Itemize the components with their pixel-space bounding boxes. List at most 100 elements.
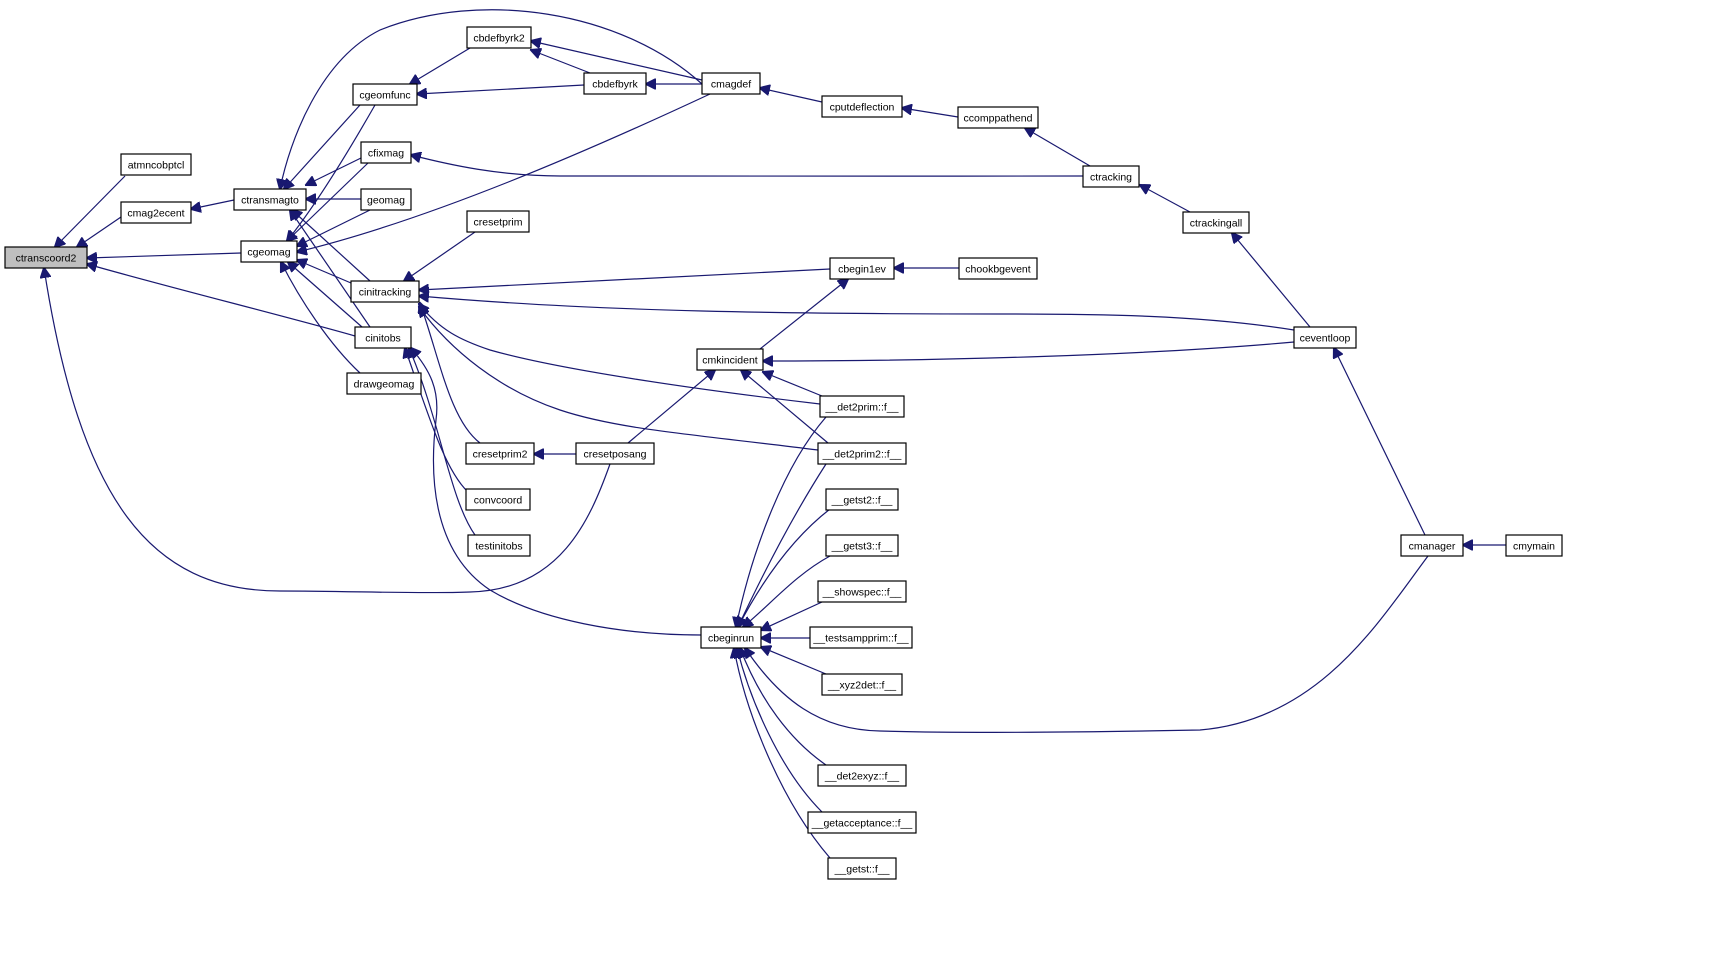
edge-cfixmag-to-ctransmagto — [306, 157, 362, 185]
edge-cbdefbyrk2-to-cgeomfunc — [410, 47, 471, 84]
node-det2prim2[interactable]: __det2prim2::f__ — [817, 442, 907, 465]
node-det2prim[interactable]: __det2prim::f__ — [819, 395, 905, 418]
edge-det2prim2-to-cbeginrun — [738, 463, 827, 627]
node-box — [825, 534, 899, 557]
node-box — [466, 210, 530, 233]
edge-cinitracking-to-ctransmagto — [292, 210, 371, 282]
node-xyz2det[interactable]: __xyz2det::f__ — [821, 673, 903, 696]
edge-cinitobs-to-ctranscoord2 — [87, 264, 356, 337]
node-label: cbegin1ev — [838, 264, 887, 276]
node-getst2[interactable]: __getst2::f__ — [825, 488, 899, 511]
node-label: cinitracking — [359, 287, 412, 299]
node-cbdefbyrk2[interactable]: cbdefbyrk2 — [466, 26, 532, 49]
node-label: drawgeomag — [354, 379, 415, 391]
node-cgeomfunc[interactable]: cgeomfunc — [352, 83, 418, 106]
edge-cgeomag-to-ctranscoord2 — [87, 253, 242, 258]
node-det2exyz[interactable]: __det2exyz::f__ — [817, 764, 907, 787]
node-box — [346, 372, 422, 395]
node-label: ctranscoord2 — [16, 253, 77, 265]
edge-cmagdef-to-cbdefbyrk2 — [531, 41, 703, 81]
node-cinitracking[interactable]: cinitracking — [350, 280, 420, 303]
node-box — [827, 857, 897, 880]
node-atmncobptcl[interactable]: atmncobptcl — [120, 153, 192, 176]
node-drawgeomag[interactable]: drawgeomag — [346, 372, 422, 395]
node-cputdeflection[interactable]: cputdeflection — [821, 95, 903, 118]
node-label: cmkincident — [702, 355, 758, 367]
node-box — [1293, 326, 1357, 349]
node-cresetprim[interactable]: cresetprim — [466, 210, 530, 233]
node-testsampprim[interactable]: __testsampprim::f__ — [809, 626, 913, 649]
edge-cmkincident-to-cbegin1ev — [759, 279, 848, 350]
node-cfixmag[interactable]: cfixmag — [360, 141, 412, 164]
node-label: __showspec::f__ — [822, 587, 902, 599]
node-cmkincident[interactable]: cmkincident — [696, 348, 764, 371]
node-label: cresetprim2 — [473, 449, 528, 461]
node-box — [350, 280, 420, 303]
node-label: chookbgevent — [965, 264, 1030, 276]
node-cgeomag[interactable]: cgeomag — [240, 240, 298, 263]
node-ceventloop[interactable]: ceventloop — [1293, 326, 1357, 349]
node-geomag[interactable]: geomag — [360, 188, 412, 211]
node-ctrackingall[interactable]: ctrackingall — [1182, 211, 1250, 234]
edge-convcoord-to-cinitobs — [405, 348, 469, 493]
node-label: ctracking — [1090, 172, 1132, 184]
edge-ctracking-to-cfixmag — [411, 155, 1084, 178]
node-box — [465, 488, 531, 511]
edge-cmanager-to-ceventloop — [1334, 348, 1426, 536]
node-cmag2ecent[interactable]: cmag2ecent — [120, 201, 192, 224]
edge-xyz2det-to-cbeginrun — [761, 647, 827, 675]
node-cbdefbyrk[interactable]: cbdefbyrk — [583, 72, 647, 95]
node-cmanager[interactable]: cmanager — [1400, 534, 1464, 557]
node-label: convcoord — [474, 495, 523, 507]
node-ctranscoord2[interactable]: ctranscoord2 — [4, 246, 88, 269]
node-box — [958, 257, 1038, 280]
edge-cinitracking-to-cgeomag — [297, 260, 352, 284]
node-cbeginrun[interactable]: cbeginrun — [700, 626, 762, 649]
node-getacceptance[interactable]: __getacceptance::f__ — [807, 811, 917, 834]
edge-cinitobs-to-ctransmagto — [290, 210, 371, 328]
node-box — [817, 580, 907, 603]
edge-ctracking-to-ccomppathend — [1025, 128, 1091, 167]
node-box — [465, 442, 535, 465]
node-box — [466, 26, 532, 49]
edge-ceventloop-to-cinitracking — [419, 296, 1295, 331]
node-box — [701, 72, 761, 95]
node-label: cresetposang — [583, 449, 646, 461]
node-chookbgevent[interactable]: chookbgevent — [958, 257, 1038, 280]
node-label: geomag — [367, 195, 405, 207]
node-box — [120, 201, 192, 224]
edge-cbeginrun-to-cinitobs — [411, 348, 702, 636]
node-getst[interactable]: __getst::f__ — [827, 857, 897, 880]
edge-getst3-to-cbeginrun — [743, 555, 831, 627]
node-cmymain[interactable]: cmymain — [1505, 534, 1563, 557]
node-box — [4, 246, 88, 269]
node-label: __det2prim2::f__ — [822, 449, 902, 461]
node-getst3[interactable]: __getst3::f__ — [825, 534, 899, 557]
node-cbegin1ev[interactable]: cbegin1ev — [829, 257, 895, 280]
node-box — [696, 348, 764, 371]
node-box — [1182, 211, 1250, 234]
edge-cmanager-to-cbeginrun — [745, 555, 1429, 733]
node-label: cresetprim — [473, 217, 522, 229]
edge-ctransmagto-to-cmag2ecent — [191, 199, 235, 209]
node-box — [821, 673, 903, 696]
node-cinitobs[interactable]: cinitobs — [354, 326, 412, 349]
edge-cresetposang-to-cmkincident — [627, 370, 715, 444]
node-ctracking[interactable]: ctracking — [1082, 165, 1140, 188]
edge-cresetprim-to-cinitracking — [404, 231, 476, 281]
node-box — [817, 764, 907, 787]
node-cresetposang[interactable]: cresetposang — [575, 442, 655, 465]
node-cresetprim2[interactable]: cresetprim2 — [465, 442, 535, 465]
node-showspec[interactable]: __showspec::f__ — [817, 580, 907, 603]
node-cmagdef[interactable]: cmagdef — [701, 72, 761, 95]
edge-cresetposang-to-ctranscoord2 — [44, 268, 611, 594]
node-convcoord[interactable]: convcoord — [465, 488, 531, 511]
node-ctransmagto[interactable]: ctransmagto — [233, 188, 307, 211]
node-ccomppathend[interactable]: ccomppathend — [957, 106, 1039, 129]
node-testinitobs[interactable]: testinitobs — [467, 534, 531, 557]
node-box — [233, 188, 307, 211]
node-label: cfixmag — [368, 148, 404, 160]
node-box — [120, 153, 192, 176]
edge-cmagdef-to-cgeomag — [297, 93, 711, 252]
node-box — [817, 442, 907, 465]
